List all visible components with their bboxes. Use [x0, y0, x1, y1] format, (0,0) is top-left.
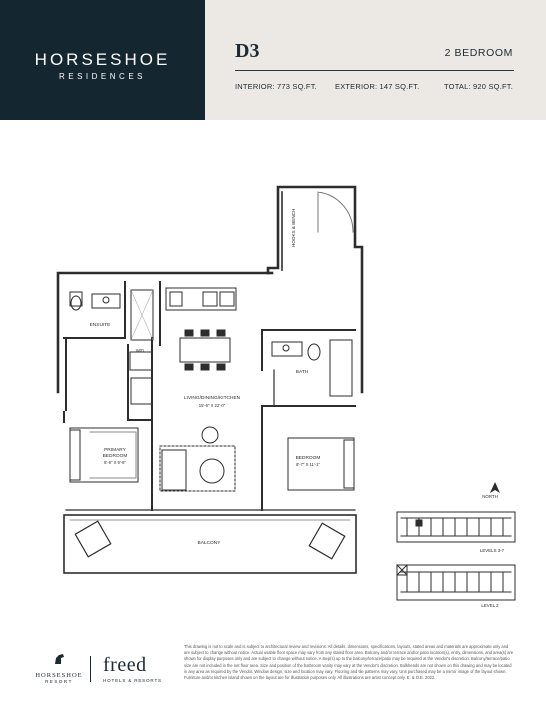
floor-plan: HOOKS & BENCH ENSUITE W/D LIVING/DINING/… — [0, 120, 546, 640]
bench-label: HOOKS & BENCH — [291, 209, 296, 247]
balcony-label: BALCONY — [198, 540, 222, 546]
entry-door — [317, 191, 354, 233]
bedroom-label: BEDROOM — [296, 455, 321, 461]
bedroom-size: 8'-7" X 11'-1" — [296, 462, 320, 467]
key-plan-upper — [396, 511, 516, 543]
primary-bed — [69, 427, 139, 483]
unit-header: D3 2 BEDROOM INTERIOR: 773 SQ.FT. EXTERI… — [205, 0, 546, 120]
logo2-sub: HOTELS & RESORTS — [103, 678, 162, 683]
ensuite-label: ENSUITE — [90, 322, 111, 328]
key-plan-lower-label: LEVEL 2 — [481, 603, 499, 608]
brand-name: HORSESHOE — [34, 50, 171, 69]
logo2-name: freed — [103, 654, 147, 676]
balcony-chairs — [74, 520, 346, 560]
disclaimer-text: This drawing is not to scale and is subj… — [184, 644, 514, 681]
bath-label: BATH — [296, 369, 309, 375]
key-plan-upper-label: LEVELS 3-7 — [480, 548, 505, 553]
logo-divider — [90, 656, 91, 682]
living-label: LIVING/DINING/KITCHEN — [184, 395, 241, 401]
freed-logo: freed HOTELS & RESORTS — [103, 655, 162, 683]
primary-label: PRIMARY — [104, 447, 127, 453]
second-bed — [287, 437, 355, 491]
kitchen-counter — [165, 287, 237, 311]
bath-fixtures — [271, 339, 353, 397]
logo1-sub: RESORT — [45, 679, 73, 684]
interior-area: INTERIOR: 773 SQ.FT. — [235, 82, 317, 91]
north-arrow-icon — [490, 482, 500, 493]
horse-icon — [55, 654, 64, 664]
exterior-area: EXTERIOR: 147 SQ.FT. — [335, 82, 420, 91]
brand-block: HORSESHOE RESIDENCES — [0, 0, 205, 120]
wd-label: W/D — [136, 348, 144, 353]
brand-subtitle: RESIDENCES — [58, 72, 146, 81]
primary-size: 8'-9" X 9'-6" — [104, 460, 126, 465]
north-label: NORTH — [482, 494, 498, 499]
logo1-name: HORSESHOE — [35, 672, 83, 679]
dining-table — [179, 329, 231, 371]
outer-walls — [56, 185, 364, 394]
living-furniture — [159, 426, 236, 492]
key-plan-lower — [396, 564, 516, 601]
header-divider — [235, 70, 514, 71]
unit-code: D3 — [235, 40, 260, 62]
ensuite-fixtures — [69, 289, 154, 341]
balcony-outline — [63, 514, 357, 574]
bedroom-count: 2 BEDROOM — [444, 47, 513, 59]
horseshoe-resort-logo: HORSESHOE RESORT — [34, 652, 84, 684]
washer-dryer — [129, 351, 153, 405]
total-area: TOTAL: 920 SQ.FT. — [444, 82, 513, 91]
living-size: 15'-6" X 22'-0" — [199, 403, 226, 408]
primary-label-2: BEDROOM — [103, 453, 128, 459]
